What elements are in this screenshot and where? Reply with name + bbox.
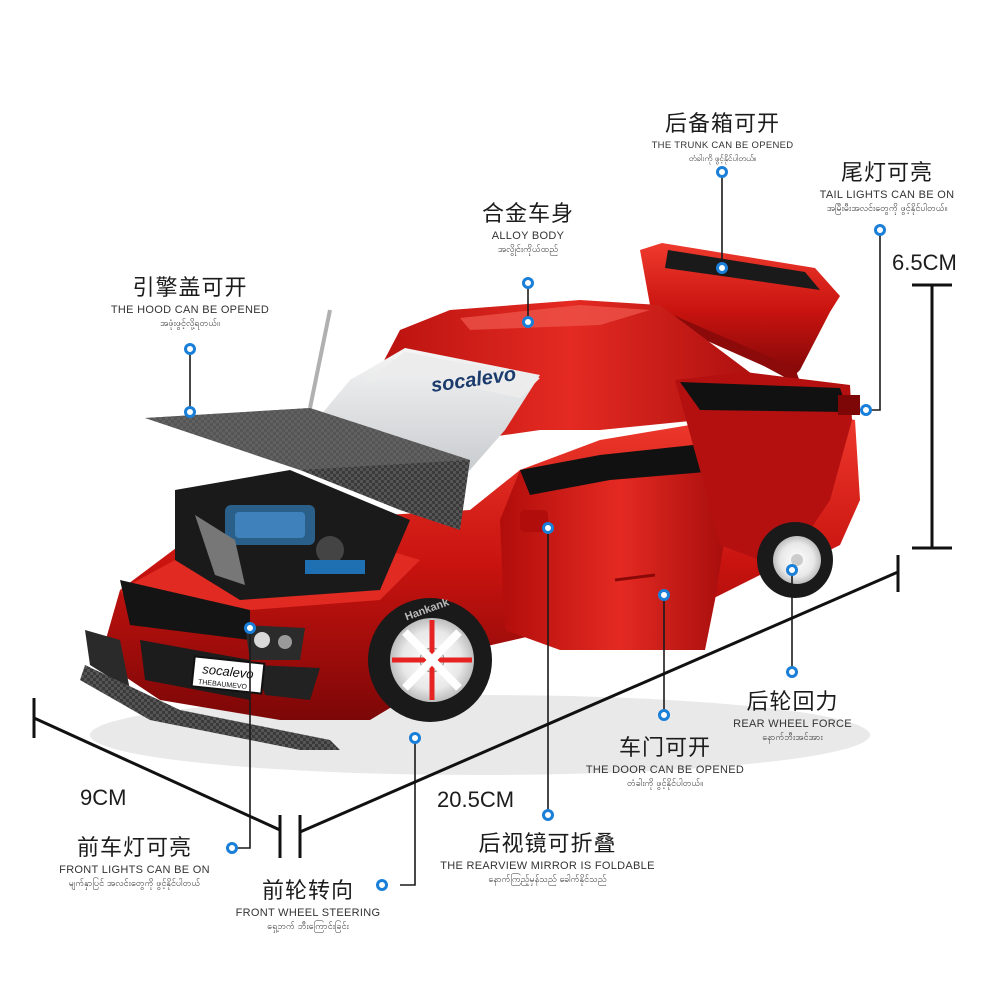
license-plate: socalevo THEBAUMEVO <box>190 655 266 695</box>
callout-hood-zh: 引擎盖可开 <box>132 276 248 301</box>
dimension-lines <box>32 283 952 858</box>
callout-door: 车门可开 THE DOOR CAN BE OPENED တံခါးကို ဖွင… <box>575 730 755 791</box>
callout-trunk-my: တံခါးကို ဖွင့်နိုင်ပါတယ်။ <box>688 154 757 163</box>
callout-steering-zh: 前轮转向 <box>261 879 354 904</box>
callout-rear-wheel-my: နောက်ဘီးအင်အား <box>762 733 823 743</box>
callout-steering: 前轮转向 FRONT WHEEL STEERING ရှေ့ဘက် ဘီးကြေ… <box>228 873 388 934</box>
callout-mirror-en: THE REARVIEW MIRROR IS FOLDABLE <box>440 860 655 872</box>
front-door <box>500 440 740 650</box>
callout-mirror-my: နောက်ကြည့်မှန်သည် ခေါက်နိုင်သည် <box>488 875 607 885</box>
callout-trunk: 后备箱可开 THE TRUNK CAN BE OPENED တံခါးကို ဖ… <box>650 106 795 165</box>
callout-front-lights-en: FRONT LIGHTS CAN BE ON <box>59 864 210 876</box>
open-hood <box>145 309 470 530</box>
callout-steering-my: ရှေ့ဘက် ဘီးကြောင်းခြင်း <box>267 922 349 932</box>
callout-rear-wheel-en: REAR WHEEL FORCE <box>733 718 852 730</box>
callout-hood-my: အဖုံးဖွင့်လို့ရတယ်။ <box>160 319 220 329</box>
callout-front-lights-my: မျက်နှာပြင် အလင်းတွေကို ဖွင့်နိုင်ပါတယ် <box>68 879 201 889</box>
front-wheel: Hankank <box>368 596 492 722</box>
callout-trunk-en: THE TRUNK CAN BE OPENED <box>651 140 794 151</box>
callout-hood: 引擎盖可开 THE HOOD CAN BE OPENED အဖုံးဖွင့်လ… <box>95 270 285 331</box>
callout-door-en: THE DOOR CAN BE OPENED <box>585 764 745 776</box>
rear-wheel <box>757 522 833 598</box>
callout-tail-zh: 尾灯可亮 <box>840 161 933 186</box>
callout-door-zh: 车门可开 <box>618 736 711 761</box>
callout-steering-en: FRONT WHEEL STEERING <box>235 907 381 919</box>
callout-rear-wheel-zh: 后轮回力 <box>746 690 839 715</box>
callout-tail-my: အမြီးမီးအလင်းတွေကို ဖွင့်နိုင်ပါတယ်။ <box>826 204 948 214</box>
callout-trunk-zh: 后备箱可开 <box>664 112 780 137</box>
dimension-width: 9CM <box>80 785 127 810</box>
callout-mirror: 后视镜可折叠 THE REARVIEW MIRROR IS FOLDABLE န… <box>425 826 670 887</box>
callout-tail-en: TAIL LIGHTS CAN BE ON <box>819 189 955 201</box>
callout-door-my: တံခါးကို ဖွင့်နိုင်ပါတယ်။ <box>626 779 704 789</box>
callout-dots <box>184 166 886 891</box>
engine-bay <box>175 470 410 600</box>
callout-front-lights: 前车灯可亮 FRONT LIGHTS CAN BE ON မျက်နှာပြင်… <box>42 830 227 891</box>
side-mirror <box>520 510 548 532</box>
callout-mirror-zh: 后视镜可折叠 <box>478 832 617 857</box>
rear-door <box>675 372 852 560</box>
callout-front-lights-zh: 前车灯可亮 <box>76 836 192 861</box>
dimension-length: 20.5CM <box>437 787 515 812</box>
callout-body-zh: 合金车身 <box>481 202 574 227</box>
plate-logo: socalevo <box>202 661 255 681</box>
callout-body-en: ALLOY BODY <box>491 230 565 242</box>
tail-light <box>838 395 860 415</box>
dimension-height: 6.5CM <box>892 250 957 275</box>
callout-hood-en: THE HOOD CAN BE OPENED <box>110 304 270 316</box>
callout-alloy-body: 合金车身 ALLOY BODY အလွိုင်းကိုယ်ထည် <box>468 196 588 257</box>
callout-rear-wheel: 后轮回力 REAR WHEEL FORCE နောက်ဘီးအင်အား <box>725 684 860 745</box>
rear-spoiler <box>640 243 840 382</box>
callout-body-my: အလွိုင်းကိုယ်ထည် <box>497 245 559 255</box>
callout-tail-lights: 尾灯可亮 TAIL LIGHTS CAN BE ON အမြီးမီးအလင်း… <box>792 155 982 216</box>
